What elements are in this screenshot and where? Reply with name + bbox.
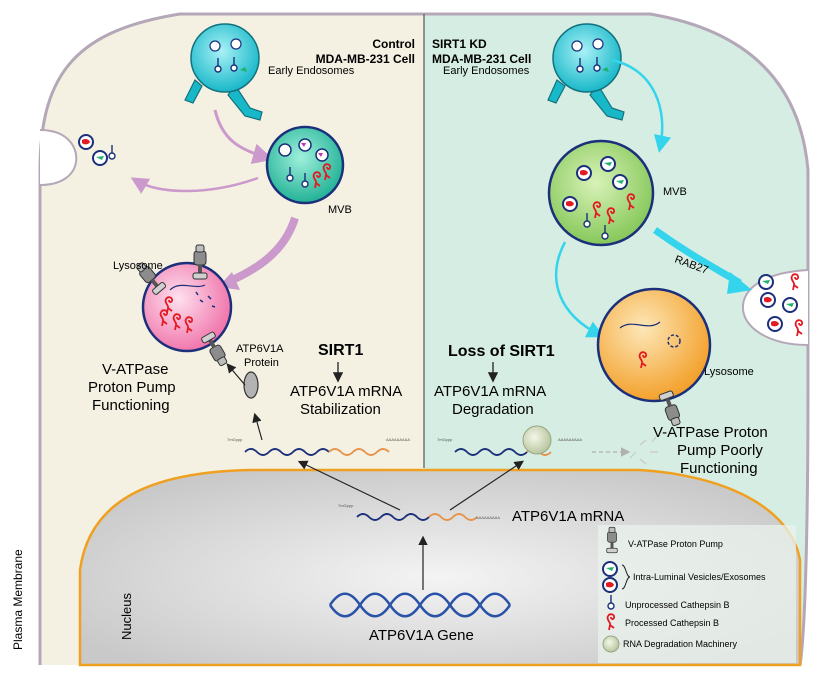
arrow-mvb-to-lysosome-right xyxy=(555,241,605,338)
legend-rna-deg: RNA Degradation Machinery xyxy=(623,639,738,649)
pump-functioning-line1: V-ATPase xyxy=(102,361,168,378)
legend-vesicles: Intra-Luminal Vesicles/Exosomes xyxy=(633,572,766,582)
right-exocytosis-pocket xyxy=(741,269,809,346)
arrow-protein-to-pump xyxy=(226,363,246,386)
exosome-green xyxy=(92,150,108,166)
arrow-mvb-to-exosome-left xyxy=(130,176,259,194)
polya-tag-right: AAAAAAAAA xyxy=(558,437,582,442)
mrna-degradation-line1: ATP6V1A mRNA xyxy=(434,383,546,400)
pump-poor-line1: V-ATPase Proton xyxy=(653,424,768,441)
legend-vesicle-red-icon xyxy=(602,577,618,593)
arrow-mvb-to-lysosome-left xyxy=(226,216,299,286)
early-endosome-left xyxy=(184,23,263,121)
nucleus-mrna-label: ATP6V1A mRNA xyxy=(512,508,624,525)
degraded-fragments xyxy=(629,436,658,465)
exosome-red xyxy=(760,292,776,308)
lysosome-left xyxy=(133,244,233,369)
pump-functioning-line2: Proton Pump xyxy=(88,379,176,396)
kd-header-line2: MDA-MB-231 Cell xyxy=(432,52,531,66)
early-endosomes-label-right: Early Endosomes xyxy=(443,65,530,77)
control-header-line2: MDA-MB-231 Cell xyxy=(316,52,415,66)
rna-degradation-machinery xyxy=(522,425,552,455)
loss-of-sirt1-label: Loss of SIRT1 xyxy=(448,343,555,360)
plasma-membrane-label: Plasma Membrane xyxy=(11,549,25,650)
mvb-left xyxy=(265,125,345,205)
polya-tag-left: AAAAAAAAA xyxy=(386,437,410,442)
protein-label-line2: Protein xyxy=(244,357,279,369)
mvb-label-left: MVB xyxy=(328,204,352,216)
cap-tag-nucleus: 7mGppp xyxy=(338,503,354,508)
left-exocytosis-pocket xyxy=(39,129,78,186)
mvb-right xyxy=(547,139,655,247)
lysosome-right xyxy=(596,287,712,428)
lysosome-label-right: Lysosome xyxy=(704,366,754,378)
pump-functioning-line3: Functioning xyxy=(92,397,170,414)
mvb-label-right: MVB xyxy=(663,186,687,198)
kd-header-line1: SIRT1 KD xyxy=(432,37,487,51)
legend-unprocessed: Unprocessed Cathepsin B xyxy=(625,600,730,610)
mrna-degradation-line2: Degradation xyxy=(452,401,534,418)
cap-tag-right: 7mGppp xyxy=(437,437,453,442)
mrna-stabilization-line1: ATP6V1A mRNA xyxy=(290,383,402,400)
pump-poor-line3: Functioning xyxy=(680,460,758,477)
exosome-red xyxy=(767,316,783,332)
protein-label-line1: ATP6V1A xyxy=(236,343,284,355)
exosome-green xyxy=(782,297,798,313)
legend-vesicle-green-icon xyxy=(602,561,618,577)
lysosome-label-left: Lysosome xyxy=(113,260,163,272)
legend-processed: Processed Cathepsin B xyxy=(625,618,719,628)
arrow-mrna-to-cytoplasm-right xyxy=(449,460,524,511)
arrow-mrna-to-cytoplasm-left xyxy=(297,460,401,511)
atp6v1a-protein xyxy=(243,371,259,399)
legend-rna-deg-icon xyxy=(602,635,620,653)
early-endosomes-label-left: Early Endosomes xyxy=(268,65,355,77)
pump-poor-line2: Pump Poorly xyxy=(677,442,763,459)
mrna-nucleus xyxy=(356,513,478,521)
legend-pump: V-ATPase Proton Pump xyxy=(628,539,723,549)
cap-tag-left: 7mGppp xyxy=(227,437,243,442)
mrna-stabilization-line2: Stabilization xyxy=(300,401,381,418)
early-endosome-right xyxy=(547,23,625,121)
arrow-endosome-to-mvb-right xyxy=(611,58,672,153)
exosome-red xyxy=(78,134,94,150)
mrna-stable-left xyxy=(244,448,390,456)
nucleus-label: Nucleus xyxy=(119,593,134,640)
polya-tag-nucleus: AAAAAAAAA xyxy=(476,515,500,520)
arrow-endosome-to-mvb-left xyxy=(213,109,274,164)
control-header-line1: Control xyxy=(372,37,415,51)
legend: V-ATPase Proton Pump Intra-Luminal Vesic… xyxy=(598,525,796,663)
dna-double-helix xyxy=(328,592,512,618)
gene-label: ATP6V1A Gene xyxy=(369,627,474,644)
exosome-green xyxy=(758,274,774,290)
sirt1-label: SIRT1 xyxy=(318,342,363,359)
arrow-mrna-to-protein xyxy=(252,412,263,441)
plasma-membrane xyxy=(38,12,810,666)
